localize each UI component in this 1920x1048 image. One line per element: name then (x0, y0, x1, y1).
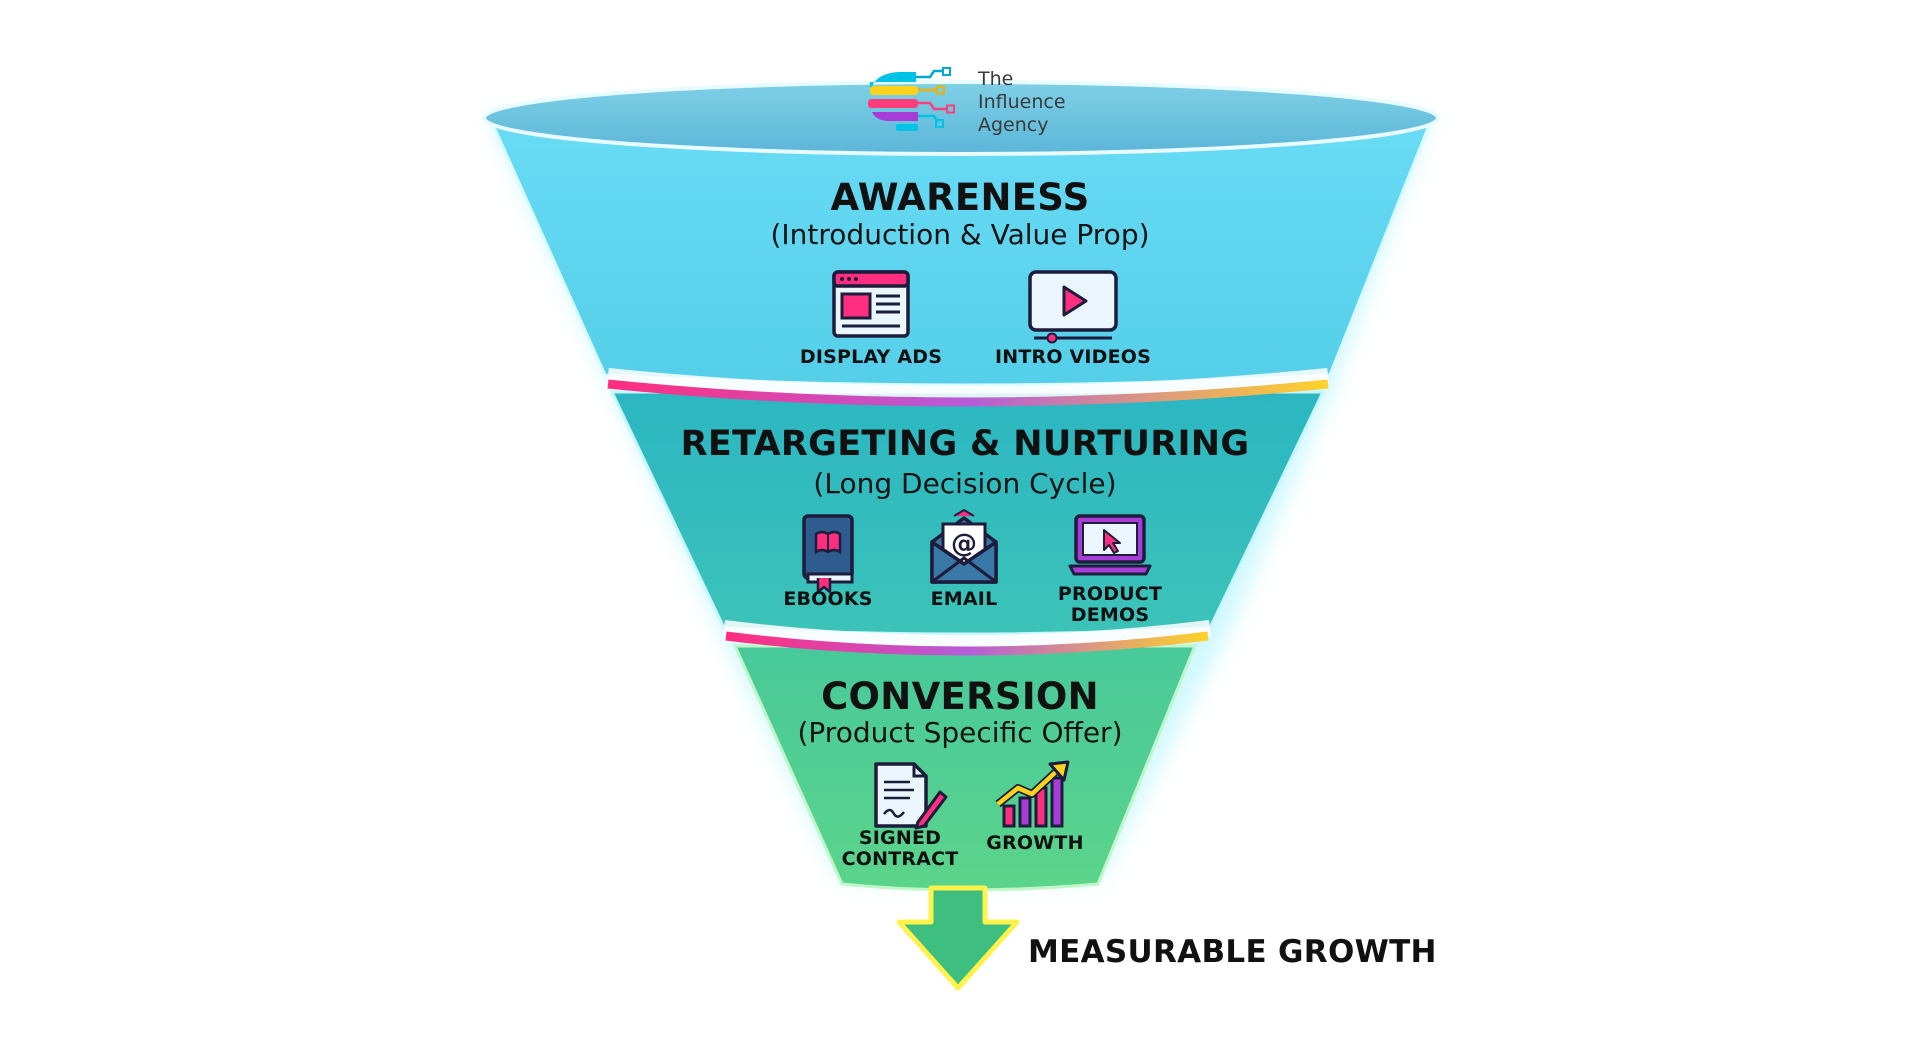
intro-videos-label: INTRO VIDEOS (994, 346, 1152, 368)
brand-line-3: Agency (978, 114, 1049, 136)
band-2-highlight (723, 620, 1211, 651)
band-1-highlight (607, 368, 1329, 402)
display-ads-label: DISPLAY ADS (799, 346, 943, 368)
awareness-stage-body (487, 116, 1435, 387)
brand-name: The Influence Agency (978, 68, 1098, 137)
band-1 (607, 379, 1329, 407)
video-player-icon (1028, 270, 1118, 344)
signed-contract-label: SIGNED CONTRACT (841, 827, 959, 870)
ebooks-label: EBOOKS (783, 588, 873, 610)
awareness-title: AWARENESS (830, 176, 1090, 219)
conversion-subtitle: (Product Specific Offer) (797, 716, 1123, 749)
retargeting-subtitle: (Long Decision Cycle) (813, 467, 1117, 500)
browser-window-icon (832, 270, 910, 338)
retargeting-title: RETARGETING & NURTURING (680, 424, 1250, 464)
brain-circuit-logo-icon (868, 67, 955, 131)
laptop-cursor-icon (1068, 514, 1152, 576)
growth-label: GROWTH (986, 832, 1084, 854)
svg-text:@: @ (951, 529, 977, 559)
conversion-title: CONVERSION (821, 675, 1099, 718)
awareness-subtitle: (Introduction & Value Prop) (770, 218, 1150, 251)
brand-line-1: The (978, 68, 1014, 90)
growth-chart-icon (995, 760, 1070, 828)
down-arrow-icon (896, 885, 1020, 991)
brand-line-2: Influence (978, 91, 1066, 113)
book-icon (802, 514, 854, 595)
envelope-icon: @ (930, 508, 998, 584)
signed-document-icon (874, 762, 948, 830)
band-2 (725, 631, 1209, 656)
product-demos-label: PRODUCT DEMOS (1057, 583, 1163, 626)
measurable-growth-label: MEASURABLE GROWTH (1028, 934, 1437, 970)
funnel-rim (482, 80, 1440, 156)
email-label: EMAIL (930, 588, 998, 610)
